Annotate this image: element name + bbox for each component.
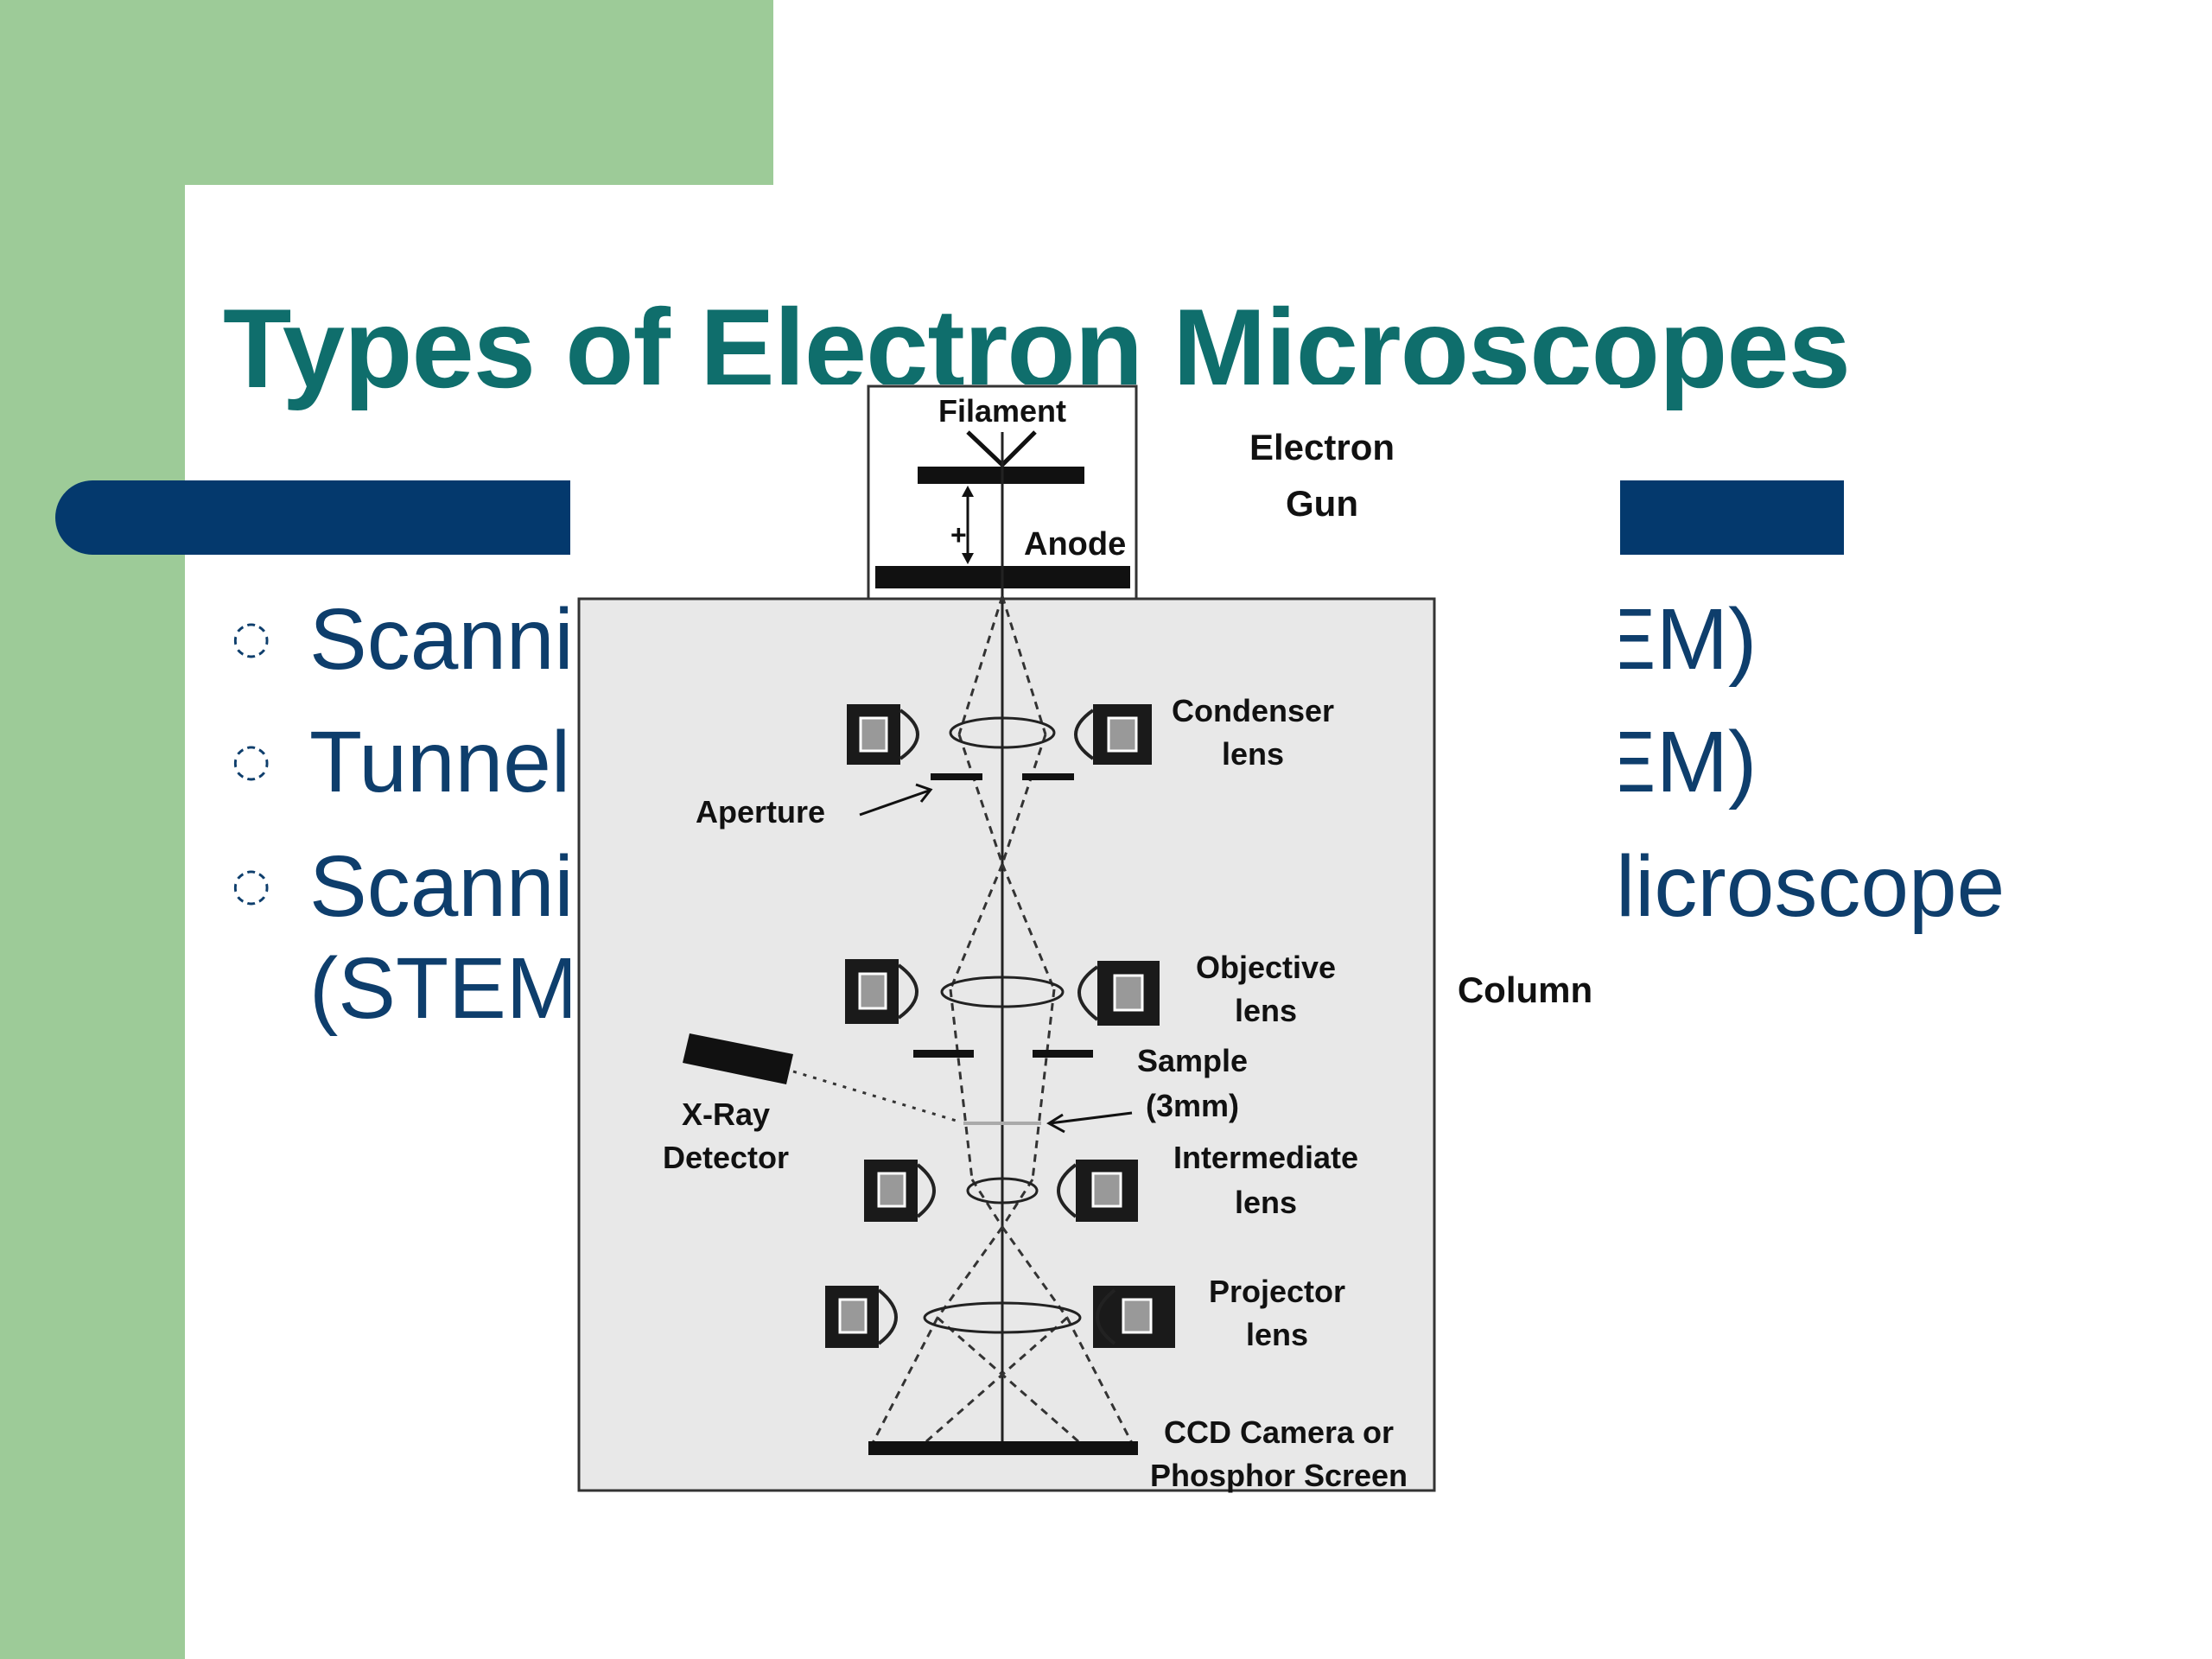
intermediate-label-1: Intermediate [1173, 1140, 1358, 1175]
xray-label-2: Detector [663, 1140, 789, 1175]
ccd-label-2: Phosphor Screen [1150, 1458, 1408, 1493]
aperture-left [931, 773, 982, 780]
sample-plate-right [1033, 1050, 1093, 1058]
projector-label-2: lens [1246, 1317, 1308, 1352]
condenser-label-2: lens [1222, 736, 1284, 772]
bullet-2-right: EM) [1599, 714, 1758, 810]
anode-label: Anode [1024, 526, 1126, 563]
bullet-2-left: Tunnel [309, 714, 571, 810]
bullet-icon: ◌ [232, 734, 271, 786]
projector-lens [923, 1301, 1082, 1334]
projector-label-1: Projector [1209, 1274, 1345, 1309]
bullet-icon: ◌ [232, 612, 271, 664]
plus-sign: + [950, 519, 967, 550]
objective-coil-right [1077, 961, 1160, 1026]
bullet-3-line2: (STEM [309, 940, 579, 1037]
electron-gun-label-1: Electron [1249, 427, 1395, 467]
bullet-3-left: Scanni [309, 838, 574, 935]
objective-lens [940, 976, 1065, 1008]
bullet-icon: ◌ [232, 859, 271, 911]
aperture-label: Aperture [696, 794, 825, 830]
ccd-label-1: CCD Camera or [1164, 1414, 1394, 1450]
sample-label-2: (3mm) [1146, 1088, 1239, 1123]
xray-detector-icon [683, 1033, 793, 1084]
bullet-1-left: Scanni [309, 591, 574, 688]
intermediate-coil-left [864, 1160, 936, 1222]
xray-label-1: X-Ray [682, 1096, 770, 1132]
projector-coil-right [1093, 1286, 1175, 1348]
intermediate-lens [966, 1177, 1039, 1205]
condenser-label-1: Condenser [1172, 693, 1334, 728]
green-left-strip [0, 0, 185, 1659]
intermediate-label-2: lens [1235, 1185, 1297, 1220]
condenser-coil-right [1074, 704, 1152, 765]
ccd-screen [868, 1441, 1138, 1455]
sample-plate-left [913, 1050, 974, 1058]
projector-coil-left [825, 1286, 898, 1348]
green-top-block [0, 0, 773, 185]
sample-label-1: Sample [1137, 1043, 1248, 1078]
condenser-lens [949, 716, 1056, 749]
objective-label-1: Objective [1196, 950, 1336, 985]
aperture-right [1022, 773, 1074, 780]
bullet-1-right: EM) [1599, 591, 1758, 688]
column-label: Column [1458, 969, 1592, 1010]
electron-gun-label-2: Gun [1286, 483, 1358, 524]
objective-coil-left [845, 959, 918, 1024]
filament-label: Filament [938, 393, 1066, 429]
bullet-3-right: licroscope [1616, 838, 2005, 935]
condenser-coil-left [847, 704, 919, 765]
objective-label-2: lens [1235, 993, 1297, 1028]
intermediate-coil-right [1057, 1160, 1138, 1222]
